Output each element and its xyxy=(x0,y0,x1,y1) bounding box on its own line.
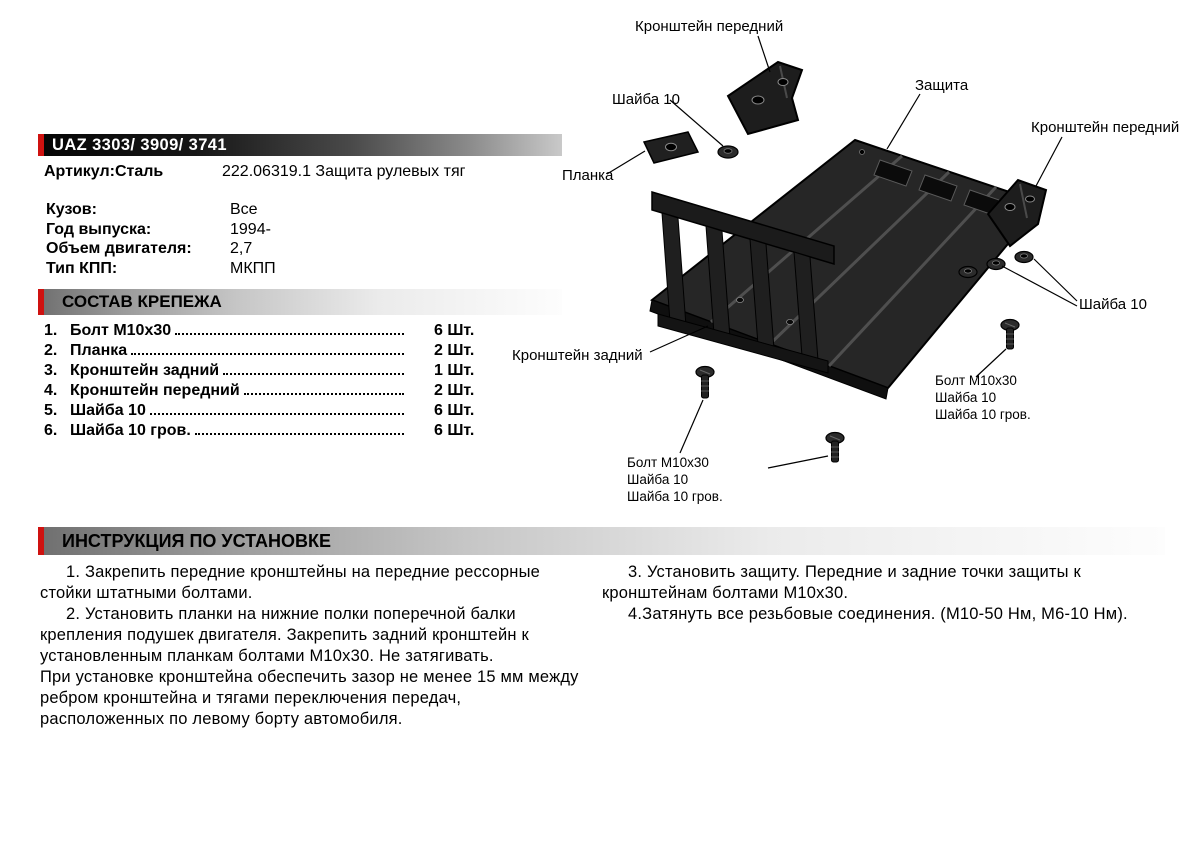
dot-leader xyxy=(243,393,404,395)
hardware-section-title: СОСТАВ КРЕПЕЖА xyxy=(62,292,222,311)
title-bar: UAZ 3303/ 3909/ 3741 xyxy=(38,134,562,156)
diagram-label-bolt-stack-left: Болт М10х30 Шайба 10 Шайба 10 гров. xyxy=(627,454,723,505)
diagram-label-plate-strip: Планка xyxy=(562,167,614,184)
dot-leader xyxy=(131,353,404,355)
red-accent-stripe xyxy=(38,527,44,555)
red-accent-stripe xyxy=(38,134,44,156)
dot-leader xyxy=(175,333,404,335)
article-value: 222.06319.1 Защита рулевых тяг xyxy=(222,163,466,180)
instruction-paragraph: 3. Установить защиту. Передние и задние … xyxy=(602,563,1081,602)
hardware-item-number: 4. xyxy=(44,382,58,399)
instructions-section-title: ИНСТРУКЦИЯ ПО УСТАНОВКЕ xyxy=(62,530,331,551)
spec-value: 2,7 xyxy=(230,240,253,257)
bolt-shapes xyxy=(695,318,1020,463)
diagram-label-bracket-rear: Кронштейн задний xyxy=(512,347,643,364)
hardware-item: 1. Болт М10х30 6 Шт. xyxy=(44,322,492,342)
hardware-item-number: 3. xyxy=(44,362,58,379)
hardware-item-qty: 2 Шт. xyxy=(434,342,475,359)
dot-leader xyxy=(149,413,404,415)
page-title: UAZ 3303/ 3909/ 3741 xyxy=(52,135,227,154)
hardware-item-name: Болт М10х30 xyxy=(70,322,172,339)
instructions-left-column: 1. Закрепить передние кронштейны на пере… xyxy=(40,562,580,730)
spec-value: Все xyxy=(230,201,258,218)
washer-shapes xyxy=(717,145,1034,279)
hardware-item-number: 6. xyxy=(44,422,58,439)
instructions-right-column: 3. Установить защиту. Передние и задние … xyxy=(602,562,1174,730)
spec-row: Тип КПП: МКПП xyxy=(46,259,276,280)
bolt-stack-line: Шайба 10 xyxy=(627,472,689,487)
bolt-stack-line: Болт М10х30 xyxy=(627,455,709,470)
technical-diagram xyxy=(606,35,1078,469)
bolt-stack-line: Шайба 10 xyxy=(935,390,997,405)
hardware-item-name: Шайба 10 xyxy=(70,402,146,419)
hardware-item-number: 2. xyxy=(44,342,58,359)
bolt-stack-line: Шайба 10 гров. xyxy=(627,489,723,504)
spec-row: Год выпуска: 1994- xyxy=(46,220,271,241)
instruction-paragraph: 1. Закрепить передние кронштейны на пере… xyxy=(40,563,541,602)
hardware-item-number: 1. xyxy=(44,322,58,339)
spec-value: МКПП xyxy=(230,259,276,277)
article-label: Артикул:Сталь xyxy=(44,163,164,180)
dot-leader xyxy=(223,373,404,375)
front-bracket-top-shape xyxy=(726,60,804,136)
leader-lines xyxy=(606,35,1078,469)
bolt-stack-line: Шайба 10 гров. xyxy=(935,407,1031,422)
hardware-item: 4. Кронштейн передний 2 Шт. xyxy=(44,382,492,402)
instruction-paragraph: 2. Установить планки на нижние полки поп… xyxy=(40,605,529,665)
hardware-item: 6. Шайба 10 гров. 6 Шт. xyxy=(44,422,492,442)
hardware-item-name: Кронштейн передний xyxy=(70,382,240,399)
bolt-stack-line: Болт М10х30 xyxy=(935,373,1017,388)
hardware-list: 1. Болт М10х30 6 Шт. 2. Планка 2 Шт. 3. … xyxy=(44,322,492,442)
diagram-label-washer-right: Шайба 10 xyxy=(1079,296,1147,313)
front-bracket-right-shape xyxy=(986,178,1048,248)
hardware-item: 2. Планка 2 Шт. xyxy=(44,342,492,362)
spec-row: Кузов: Все xyxy=(46,201,258,221)
instruction-paragraph: 4.Затянуть все резьбовые соединения. (М1… xyxy=(628,605,1128,623)
dot-leader xyxy=(194,433,404,435)
diagram-label-washer-top: Шайба 10 xyxy=(612,91,680,108)
red-accent-stripe xyxy=(38,289,44,315)
hardware-item-name: Кронштейн задний xyxy=(70,362,220,379)
bolt-left xyxy=(695,365,715,399)
hardware-item: 5. Шайба 10 6 Шт. xyxy=(44,402,492,422)
hardware-item: 3. Кронштейн задний 1 Шт. xyxy=(44,362,492,382)
strip-plate-shape xyxy=(642,131,700,164)
hardware-item-name: Шайба 10 гров. xyxy=(70,422,191,439)
spec-value: 1994- xyxy=(230,220,271,238)
hardware-item-qty: 6 Шт. xyxy=(434,402,475,419)
spec-label: Объем двигателя: xyxy=(46,240,192,257)
spec-row: Объем двигателя: 2,7 xyxy=(46,240,252,260)
hardware-item-number: 5. xyxy=(44,402,58,419)
instruction-paragraph: При установке кронштейна обеспечить зазо… xyxy=(40,668,579,728)
instructions-section-bar: ИНСТРУКЦИЯ ПО УСТАНОВКЕ xyxy=(38,527,1165,555)
bolt-bottom xyxy=(825,431,845,463)
bolt-right xyxy=(1000,318,1020,350)
hardware-item-qty: 1 Шт. xyxy=(434,362,475,379)
spec-label: Год выпуска: xyxy=(46,220,152,238)
instructions-text: 1. Закрепить передние кронштейны на пере… xyxy=(40,562,1174,730)
hardware-item-qty: 2 Шт. xyxy=(434,382,475,399)
spec-label: Тип КПП: xyxy=(46,259,118,277)
diagram-label-shield: Защита xyxy=(915,77,969,94)
spec-list: Кузов: Все Год выпуска: 1994- Объем двиг… xyxy=(46,201,276,280)
hardware-item-qty: 6 Шт. xyxy=(434,422,475,439)
hardware-item-qty: 6 Шт. xyxy=(434,322,475,339)
diagram-label-bracket-front-top: Кронштейн передний xyxy=(635,18,784,35)
article-row: Артикул:Сталь 222.06319.1 Защита рулевых… xyxy=(44,163,564,183)
hardware-section-bar: СОСТАВ КРЕПЕЖА xyxy=(38,289,562,315)
diagram-label-bolt-stack-right: Болт М10х30 Шайба 10 Шайба 10 гров. xyxy=(935,372,1031,423)
diagram-label-bracket-front-right: Кронштейн передний xyxy=(1031,119,1180,136)
spec-label: Кузов: xyxy=(46,201,97,218)
hardware-item-name: Планка xyxy=(70,342,128,359)
